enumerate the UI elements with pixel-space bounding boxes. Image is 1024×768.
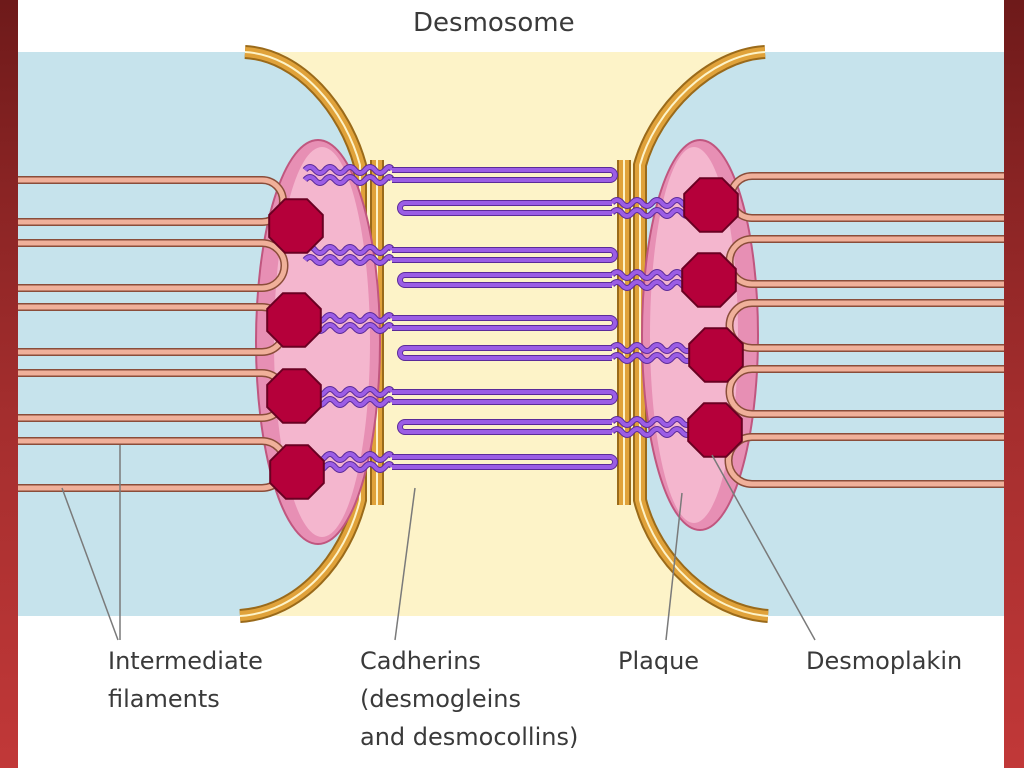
cadherin-left xyxy=(302,164,618,186)
cadherin-right xyxy=(397,197,703,219)
cadherin-left xyxy=(302,451,618,473)
filament-loop-right-core xyxy=(727,366,1004,417)
cadherin-right xyxy=(397,342,703,364)
label-pointer-lines xyxy=(61,445,816,641)
label-cadherins-line1: Cadherins xyxy=(360,647,481,675)
label-intermediate-filaments-line2: filaments xyxy=(108,685,220,713)
desmoplakin-right xyxy=(681,252,737,308)
filament-loop-right-core xyxy=(727,300,1004,351)
desmoplakin-right xyxy=(683,177,739,233)
desmoplakin-left xyxy=(266,368,322,424)
label-cadherins-line2: (desmogleins xyxy=(360,685,521,713)
label-intermediate-filaments-line1: Intermediate xyxy=(108,647,263,675)
desmoplakin-right xyxy=(687,402,743,458)
desmoplakin-left xyxy=(269,444,325,500)
desmoplakin-left xyxy=(268,198,324,254)
cadherins xyxy=(302,164,703,473)
pointer-intermediate-filaments-1 xyxy=(61,487,119,641)
pointer-desmoplakin xyxy=(711,454,816,641)
label-desmoplakin: Desmoplakin xyxy=(806,647,963,675)
desmoplakin-right xyxy=(688,327,744,383)
filament-loop-left-core xyxy=(18,240,287,291)
label-plaque: Plaque xyxy=(618,647,700,675)
pointer-cadherins xyxy=(394,487,416,641)
cadherin-left xyxy=(302,244,618,266)
label-cadherins-line3: and desmocollins) xyxy=(360,723,579,751)
filament-loop-right-core xyxy=(726,434,1004,487)
desmoplakin-left xyxy=(266,292,322,348)
diagram-title: Desmosome xyxy=(413,8,575,38)
cadherin-right xyxy=(397,416,703,438)
desmoplakins xyxy=(266,177,744,500)
pointer-plaque xyxy=(665,492,683,641)
